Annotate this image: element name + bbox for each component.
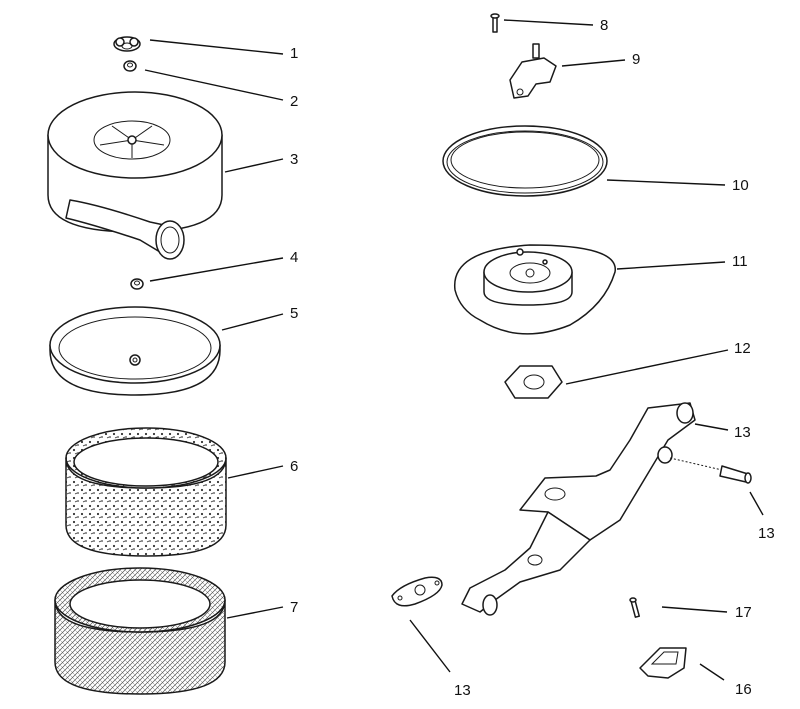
callout-13-bracket: 13 <box>734 424 751 441</box>
air-cleaner-cover-part <box>47 91 223 260</box>
callout-12: 12 <box>734 340 751 357</box>
nut-part <box>123 60 137 72</box>
callout-2: 2 <box>290 93 298 110</box>
foam-element-part <box>65 427 227 557</box>
wing-nut-part <box>113 36 141 52</box>
nut-part-4 <box>130 278 144 290</box>
gasket-part-13 <box>391 576 443 607</box>
grommet-part <box>639 647 687 679</box>
gasket-part-12 <box>504 365 563 399</box>
air-cleaner-base-part <box>49 306 221 396</box>
callout-9: 9 <box>632 51 640 68</box>
callout-13-gasket: 13 <box>454 682 471 699</box>
gasket-ring-part <box>442 125 608 197</box>
callout-7: 7 <box>290 599 298 616</box>
screw-part-8 <box>490 13 500 33</box>
callout-4: 4 <box>290 249 298 266</box>
support-bracket-part <box>461 402 696 616</box>
adapter-plate-part <box>454 244 616 335</box>
callout-3: 3 <box>290 151 298 168</box>
filter-element-part <box>54 567 226 695</box>
callout-13-bolt: 13 <box>758 525 775 542</box>
bracket-part <box>509 43 557 99</box>
callout-1: 1 <box>290 45 298 62</box>
callout-11: 11 <box>732 253 748 270</box>
callout-6: 6 <box>290 458 298 475</box>
bolt-part <box>669 457 752 484</box>
callout-16: 16 <box>735 681 752 698</box>
callout-5: 5 <box>290 305 298 322</box>
callout-17: 17 <box>735 604 752 621</box>
callout-10: 10 <box>732 177 749 194</box>
callout-8: 8 <box>600 17 608 34</box>
screw-part-17 <box>629 597 641 618</box>
